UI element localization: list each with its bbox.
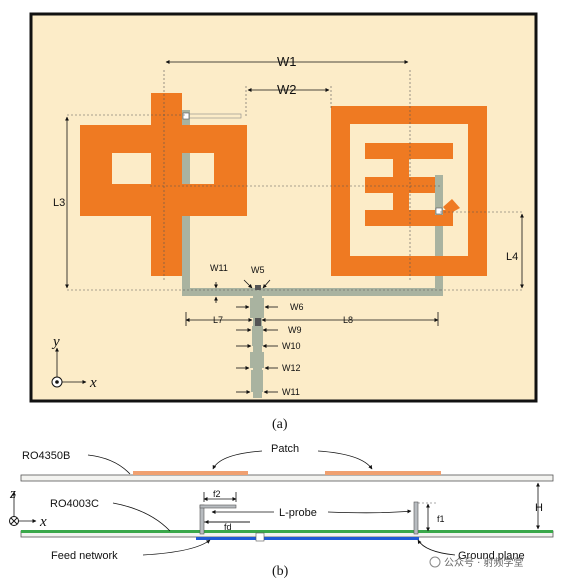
patch-right-side [325,471,441,475]
probe-markers [182,112,443,215]
label-L7: L7 [213,315,223,325]
label-ro4003c: RO4003C [50,498,99,510]
label-W6: W6 [290,302,304,312]
substrate-ro4350b [20,474,554,482]
axis-label-x: x [89,375,97,391]
label-W1: W1 [277,54,297,69]
label-ground-plane: Ground plane [458,550,525,562]
l-probes [199,501,419,542]
axis-label-z: z [9,486,16,502]
caption-b: (b) [272,564,289,579]
label-feed-network: Feed network [51,550,118,562]
side-view: RO4350B Patch RO4003C L-probe f2 fd f1 H… [9,443,554,562]
label-ro4350b: RO4350B [22,450,70,462]
patch-zhong [80,93,247,276]
patch-left-side [133,471,248,475]
label-L3: L3 [53,197,65,209]
patch-guo [331,106,487,276]
dimension-lines [65,60,524,394]
caption-a: (a) [272,417,288,432]
label-W11-bottom: W11 [282,387,300,397]
leader-lines [87,450,456,556]
watermark: 公众号 · 射频学堂 [429,556,524,569]
feed-network-side [196,537,419,540]
side-dimension-lines [203,482,540,532]
label-f1: f1 [437,514,445,524]
label-W12: W12 [282,363,301,373]
label-H: H [535,502,543,514]
label-patch: Patch [271,443,299,455]
label-W2: W2 [277,82,297,97]
axis-label-x-side: x [39,514,47,530]
label-fd: fd [224,522,232,532]
label-W10: W10 [282,341,301,351]
label-L8: L8 [343,315,353,325]
axes-xz: z x [9,486,47,530]
watermark-text: 公众号 · 射频学堂 [444,556,524,569]
axis-label-y: y [51,334,60,350]
label-W5: W5 [251,265,265,275]
ground-plane [21,530,553,533]
label-W9: W9 [288,325,302,335]
label-l-probe: L-probe [279,507,317,519]
label-W11-top: W11 [210,263,228,273]
top-view: W1 W2 L3 L4 W11 W5 W6 L7 L8 W9 W10 W12 W… [29,12,538,403]
label-L4: L4 [506,251,518,263]
axes-xy: y x [51,334,97,391]
construction-lines [67,70,522,291]
label-f2: f2 [213,489,221,499]
